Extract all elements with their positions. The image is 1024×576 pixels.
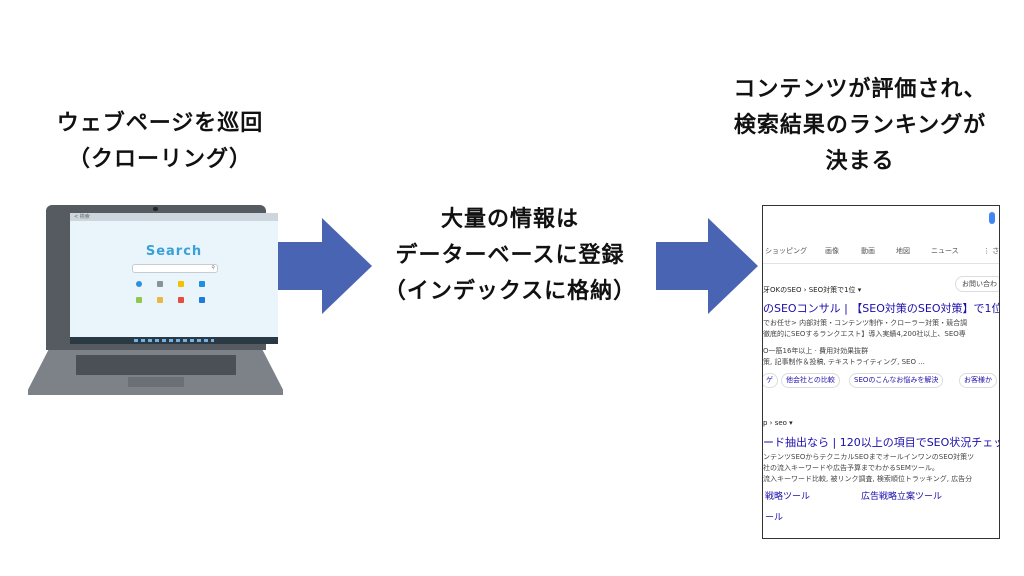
step-index-line-1: 大量の情報は (440, 207, 579, 232)
sitelink-chip[interactable]: SEOのこんなお悩みを解決 (849, 373, 944, 388)
laptop-touchpad (128, 377, 184, 387)
arrow-right-icon (276, 218, 372, 314)
laptop-illustration: < 検索 Search ⚲ (28, 205, 283, 395)
tab-videos[interactable]: 動画 (861, 247, 875, 255)
sitelink[interactable]: 戦略ツール (765, 492, 811, 502)
contact-button[interactable]: お問い合わ (955, 276, 999, 292)
laptop-lid: < 検索 Search ⚲ (46, 205, 278, 350)
app-tile-icon (199, 281, 205, 287)
search-results-screenshot: ショッピング 画像 動画 地図 ニュース ⋮ さ 牙OKのSEO › SEO対策… (762, 205, 1000, 539)
app-tile-icon (157, 281, 163, 287)
step-rank-line-2: 検索結果のランキングが (733, 113, 987, 138)
sitelink-chip[interactable]: 他会社との比較 (781, 373, 840, 388)
step-rank-line-1: コンテンツが評価され、 (733, 77, 987, 102)
laptop-keyboard (76, 355, 236, 375)
result-1-snippet-line: でお任せ> 内部対策・コンテンツ制作・クローラー対策・競合調 (763, 319, 968, 327)
app-tile-icon (157, 297, 163, 303)
result-1-snippet-line: O一筋16年以上 · 費用対効果抜群 (763, 347, 869, 355)
result-1-title[interactable]: のSEOコンサル | 【SEO対策のSEO対策】で1位 (763, 302, 1000, 315)
taskbar-icons (134, 339, 214, 342)
browser-url: < 検索 (74, 214, 90, 220)
tab-shopping[interactable]: ショッピング (765, 247, 807, 255)
step-rank-line-3: 決まる (825, 149, 895, 174)
laptop-screen: < 検索 Search ⚲ (70, 213, 278, 344)
result-2-snippet-line: ンテンツSEOからテクニカルSEOまでオールインワンのSEO対策ツ (763, 453, 975, 461)
tab-news[interactable]: ニュース (931, 247, 959, 255)
result-2-breadcrumb[interactable]: p › seo ▾ (763, 419, 793, 427)
taskbar (70, 337, 278, 344)
step-crawl-line-2: （クローリング） (67, 147, 252, 172)
search-icon: ⚲ (211, 265, 215, 271)
result-1-breadcrumb[interactable]: 牙OKのSEO › SEO対策で1位 ▾ (763, 286, 862, 294)
tab-images[interactable]: 画像 (825, 247, 839, 255)
arrow-right-icon (656, 218, 758, 314)
camera-icon (153, 207, 158, 211)
app-tile-icon (178, 281, 184, 287)
search-tabs: ショッピング 画像 動画 地図 ニュース ⋮ さ (763, 246, 999, 260)
step-rank-label: コンテンツが評価され、 検索結果のランキングが 決まる (700, 72, 1020, 180)
result-1-snippet-line: 徹底的にSEOするランクエスト】導入実績4,200社以上、SEO専 (763, 330, 966, 338)
step-index-label: 大量の情報は データーベースに登録 （インデックスに格納） (355, 202, 665, 310)
step-crawl-line-1: ウェブページを巡回 (56, 111, 264, 136)
sitelink-chip[interactable]: お客様か (959, 373, 997, 388)
sitelink-chip[interactable]: ゲ (763, 373, 778, 388)
result-2-title[interactable]: ード抽出なら | 120以上の項目でSEO状況チェック (763, 436, 1000, 449)
result-2-snippet-line: 流入キーワード比較, 被リンク調査, 検索順位トラッキング, 広告分 (763, 475, 973, 483)
result-2-snippet-line: 社の流入キーワードや広告予算までわかるSEMツール。 (763, 464, 939, 472)
tab-more[interactable]: ⋮ さ (983, 247, 1000, 255)
step-crawl-label: ウェブページを巡回 （クローリング） (10, 106, 310, 178)
tab-maps[interactable]: 地図 (896, 247, 910, 255)
tabs-divider (763, 263, 999, 264)
app-tile-icon (178, 297, 184, 303)
search-input: ⚲ (132, 264, 218, 273)
search-logo: Search (145, 244, 203, 259)
step-index-line-2: データーベースに登録 (395, 243, 625, 268)
sitelink[interactable]: ール (765, 513, 784, 523)
step-index-line-3: （インデックスに格納） (383, 279, 637, 304)
browser-bar: < 検索 (70, 213, 278, 221)
result-1-snippet-line: 策, 記事制作＆投稿, テキストライティング, SEO ... (763, 358, 925, 366)
app-tile-icon (136, 281, 142, 287)
sitelink[interactable]: 広告戦略立案ツール (861, 492, 943, 502)
app-tile-icon (136, 297, 142, 303)
app-tile-icon (199, 297, 205, 303)
microphone-icon (989, 212, 995, 224)
